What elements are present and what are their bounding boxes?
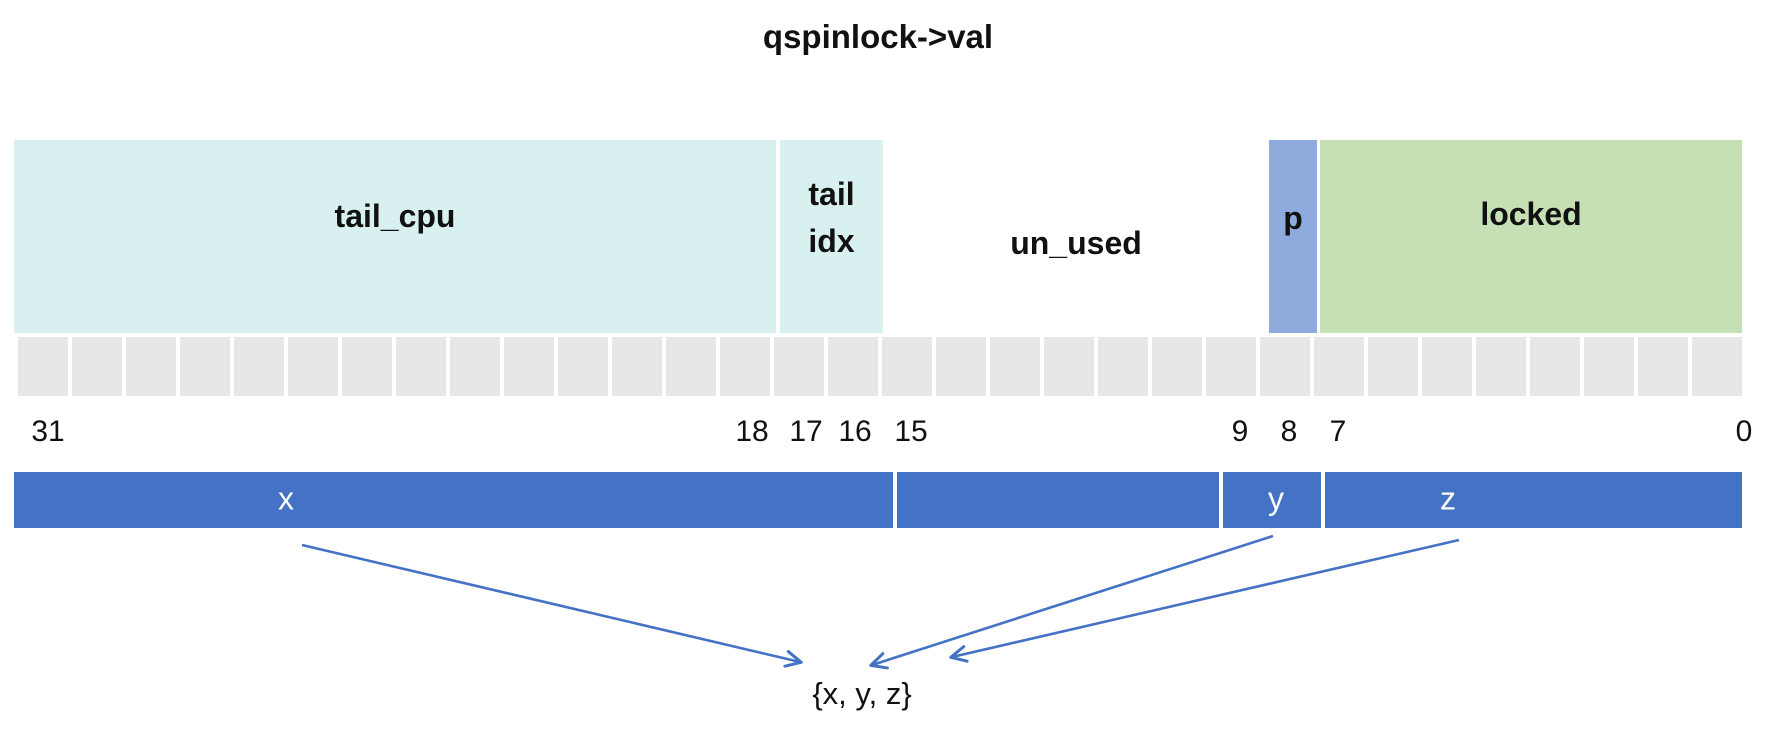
bit-number-18: 18 <box>735 415 769 448</box>
bit-cell <box>1152 337 1202 396</box>
bit-number-8: 8 <box>1280 415 1298 448</box>
bit-cell <box>936 337 986 396</box>
bit-number-0: 0 <box>1735 415 1753 448</box>
arrow-from-z <box>949 538 1460 663</box>
bit-number-31: 31 <box>31 415 65 448</box>
field-pending: p <box>1269 140 1317 333</box>
arrow-from-y <box>869 534 1274 670</box>
bar-section-x <box>14 472 893 528</box>
bit-cell <box>1476 337 1526 396</box>
bit-cell <box>720 337 770 396</box>
field-row: tail_cpu tail idx un_used p locked <box>14 140 1742 333</box>
bar-label-x: x <box>278 480 294 517</box>
bit-number-7: 7 <box>1329 415 1347 448</box>
bit-number-16: 16 <box>838 415 872 448</box>
bit-cell <box>612 337 662 396</box>
bit-cell <box>666 337 716 396</box>
bit-cell <box>1206 337 1256 396</box>
bar-label-z: z <box>1440 480 1456 517</box>
value-bar: x y z <box>14 472 1742 528</box>
field-tail-idx-label-line2: idx <box>808 223 855 259</box>
bit-cell <box>882 337 932 396</box>
bit-cell <box>126 337 176 396</box>
bit-number-15: 15 <box>894 415 928 448</box>
field-tail-cpu-label: tail_cpu <box>334 198 456 234</box>
bit-cell <box>72 337 122 396</box>
tuple-caption: {x, y, z} <box>812 676 912 711</box>
bar-label-y: y <box>1268 480 1284 517</box>
bit-number-9: 9 <box>1231 415 1249 448</box>
bit-cell <box>396 337 446 396</box>
bar-section-z <box>1325 472 1742 528</box>
bit-cell <box>1314 337 1364 396</box>
bit-cell <box>1422 337 1472 396</box>
bit-cell <box>1638 337 1688 396</box>
bar-section-y <box>1223 472 1321 528</box>
bit-cell <box>1368 337 1418 396</box>
bit-cell <box>180 337 230 396</box>
field-locked-label: locked <box>1480 196 1582 232</box>
diagram-title: qspinlock->val <box>762 18 994 55</box>
field-locked: locked <box>1320 140 1742 333</box>
bit-cell <box>558 337 608 396</box>
bit-cell <box>1044 337 1094 396</box>
bit-cells-row <box>14 337 1742 396</box>
field-tail-idx: tail idx <box>780 140 883 333</box>
bit-cell <box>450 337 500 396</box>
field-pending-label: p <box>1283 200 1303 236</box>
bit-cell <box>288 337 338 396</box>
bar-section-unlabeled <box>897 472 1219 528</box>
bit-number-17: 17 <box>789 415 823 448</box>
arrow-from-x <box>301 543 803 668</box>
bit-cell <box>1098 337 1148 396</box>
bit-cell <box>828 337 878 396</box>
bit-cell <box>990 337 1040 396</box>
field-un-used: un_used <box>883 140 1269 333</box>
bit-cell <box>1584 337 1634 396</box>
field-tail-cpu: tail_cpu <box>14 140 776 333</box>
field-un-used-label: un_used <box>1010 225 1142 261</box>
bit-cell <box>504 337 554 396</box>
bit-cell <box>1530 337 1580 396</box>
bit-cell <box>1260 337 1310 396</box>
bit-cell <box>342 337 392 396</box>
bit-cell <box>1692 337 1742 396</box>
bit-cell <box>18 337 68 396</box>
field-tail-idx-label-line1: tail <box>808 176 855 212</box>
bit-cell <box>234 337 284 396</box>
bit-cell <box>774 337 824 396</box>
